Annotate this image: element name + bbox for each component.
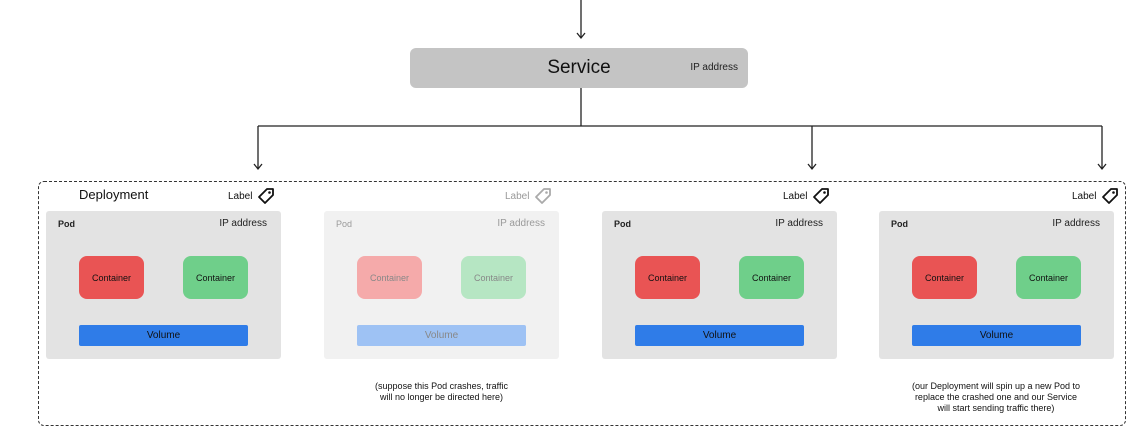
label-text: Label (783, 190, 808, 202)
tag-icon (1102, 188, 1119, 204)
pod-label-4: Label (1072, 186, 1120, 206)
arrow-down-icon (1097, 163, 1107, 171)
label-text: Label (1072, 190, 1097, 202)
pod-label-2: Label (505, 186, 553, 206)
pod-4-replacement: Pod IP address Container Container Volum… (879, 211, 1114, 359)
pod-title: Pod (614, 219, 631, 229)
replace-note-line: replace the crashed one and our Service (914, 392, 1078, 402)
container-red: Container (912, 256, 977, 299)
deployment-boundary (38, 181, 1126, 426)
service-title: Service (547, 57, 611, 78)
crash-note-line: will no longer be directed here) (379, 392, 504, 402)
volume: Volume (79, 325, 248, 346)
volume: Volume (635, 325, 804, 346)
pod-title: Pod (336, 219, 353, 229)
arrow-down-icon (576, 32, 586, 40)
pod-2-crashed: Pod IP address Container Container Volum… (324, 211, 559, 359)
replace-note: (our Deployment will spin up a new Pod t… (866, 381, 1126, 414)
tag-icon (813, 188, 830, 204)
container-red: Container (635, 256, 700, 299)
tag-icon (535, 188, 552, 204)
service-box: Service IP address (410, 48, 748, 88)
container-green: Container (183, 256, 248, 299)
volume: Volume (357, 325, 526, 346)
pod-ip-address: IP address (775, 218, 823, 229)
label-text: Label (505, 190, 530, 202)
replace-note-line: will start sending traffic there) (937, 403, 1055, 413)
deployment-title: Deployment (79, 187, 149, 202)
pod-3: Pod IP address Container Container Volum… (602, 211, 837, 359)
pod-label-1: Label (228, 186, 276, 206)
container-green: Container (739, 256, 804, 299)
tag-icon (258, 188, 275, 204)
pod-label-3: Label (783, 186, 831, 206)
arrow-down-icon (253, 163, 263, 171)
pod-title: Pod (58, 219, 75, 229)
container-green: Container (1016, 256, 1081, 299)
pod-ip-address: IP address (219, 218, 267, 229)
container-red: Container (79, 256, 144, 299)
crash-note: (suppose this Pod crashes, traffic will … (324, 381, 559, 403)
pod-ip-address: IP address (1052, 218, 1100, 229)
pod-1: Pod IP address Container Container Volum… (46, 211, 281, 359)
container-green: Container (461, 256, 526, 299)
service-ip-address: IP address (690, 62, 738, 73)
volume: Volume (912, 325, 1081, 346)
replace-note-line: (our Deployment will spin up a new Pod t… (911, 381, 1081, 391)
pod-title: Pod (891, 219, 908, 229)
container-red: Container (357, 256, 422, 299)
pod-ip-address: IP address (497, 218, 545, 229)
crash-note-line: (suppose this Pod crashes, traffic (375, 381, 508, 391)
label-text: Label (228, 190, 253, 202)
arrow-down-icon (807, 163, 817, 171)
